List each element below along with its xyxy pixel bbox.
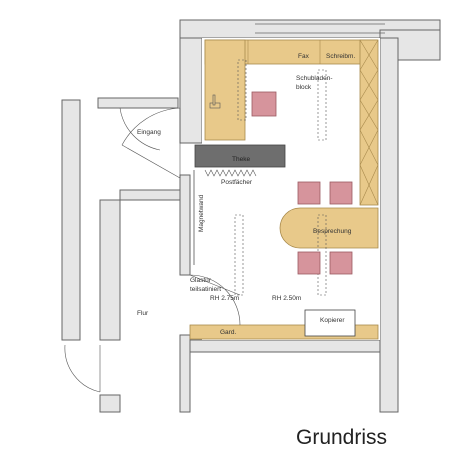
chair-1 xyxy=(297,181,321,205)
copier xyxy=(304,309,356,337)
label-gard: Gard. xyxy=(220,329,236,336)
wall-bottom-left xyxy=(179,334,191,413)
chair-desk xyxy=(251,91,277,117)
label-rh-right: RH 2.50m xyxy=(272,295,301,302)
page-title: Grundriss xyxy=(296,426,387,449)
furniture xyxy=(189,39,379,340)
label-glastuer-1: Glastür xyxy=(190,277,212,284)
label-eingang: Eingang xyxy=(137,129,161,136)
wall-corridor-top xyxy=(97,97,179,109)
label-glastuer-2: teilsatiniert xyxy=(190,286,221,293)
wall-outer-left-bottom xyxy=(99,199,121,341)
wall-bottom-room xyxy=(187,339,381,353)
meeting-table xyxy=(279,207,379,249)
doors xyxy=(64,107,241,393)
window-top xyxy=(255,23,385,34)
lamp-icon xyxy=(209,94,221,109)
mail-slots xyxy=(204,169,257,177)
label-fax: Fax xyxy=(298,53,310,60)
wall-bottom-lower xyxy=(99,394,121,413)
desk-left xyxy=(204,39,246,141)
door-bottom xyxy=(64,344,101,393)
wall-outer-left-lower xyxy=(61,99,81,341)
chair-4 xyxy=(329,251,353,275)
label-kopierer: Kopierer xyxy=(320,317,345,324)
counter-theke xyxy=(194,144,286,168)
shelf-right xyxy=(359,39,379,206)
label-schubladen-2: block xyxy=(296,84,312,91)
door-glass xyxy=(189,274,241,326)
label-rh-left: RH 2.75m xyxy=(210,295,239,302)
wall-right xyxy=(379,37,399,413)
label-postfaecher: Postfächer xyxy=(221,179,253,186)
door-corridor-top xyxy=(119,107,161,151)
shelf-hatch xyxy=(359,39,379,206)
label-schubladen-1: Schubladen- xyxy=(296,75,333,82)
label-flur: Flur xyxy=(137,310,149,317)
chair-3 xyxy=(297,251,321,275)
label-theke: Theke xyxy=(232,156,250,163)
label-magnetwand: Magnetwand xyxy=(198,194,205,232)
door-eingang xyxy=(121,107,181,178)
desk-dividers xyxy=(247,40,321,64)
wall-left-room-upper xyxy=(179,37,203,144)
chair-2 xyxy=(329,181,353,205)
wall-left-room-lower xyxy=(179,174,191,276)
label-schreibm: Schreibm. xyxy=(326,53,355,60)
chairs xyxy=(251,91,353,275)
label-besprechung: Besprechung xyxy=(313,228,352,235)
wall-corridor-mid xyxy=(119,189,181,201)
